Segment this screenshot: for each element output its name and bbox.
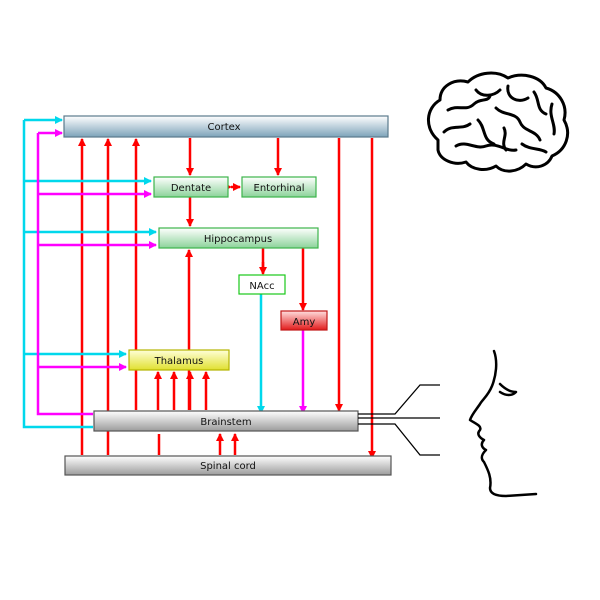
node-thalamus: Thalamus bbox=[128, 349, 230, 371]
spinal-cord-label: Spinal cord bbox=[200, 461, 256, 472]
thalamus-label: Thalamus bbox=[154, 356, 204, 367]
node-brainstem: Brainstem bbox=[93, 410, 359, 432]
hippocampus-label: Hippocampus bbox=[204, 234, 272, 245]
node-dentate: Dentate bbox=[153, 176, 229, 198]
brain-icon bbox=[427, 71, 569, 173]
face-profile-icon bbox=[468, 349, 538, 498]
node-cortex: Cortex bbox=[63, 115, 389, 138]
cyan-connections bbox=[22, 116, 265, 429]
node-spinal-cord: Spinal cord bbox=[64, 455, 392, 476]
node-entorhinal: Entorhinal bbox=[241, 176, 317, 198]
magenta-bus bbox=[36, 133, 93, 416]
cyan-bus bbox=[22, 120, 93, 429]
brainstem-label: Brainstem bbox=[200, 417, 251, 428]
magenta-connections bbox=[36, 129, 307, 416]
node-amy: Amy bbox=[280, 310, 328, 331]
face-nerve-lines bbox=[358, 384, 440, 456]
dentate-label: Dentate bbox=[171, 183, 211, 194]
node-nacc: NAcc bbox=[238, 274, 286, 295]
amy-label: Amy bbox=[293, 317, 316, 328]
node-hippocampus: Hippocampus bbox=[158, 227, 319, 249]
cortex-label: Cortex bbox=[207, 122, 240, 133]
nacc-label: NAcc bbox=[249, 281, 274, 292]
entorhinal-label: Entorhinal bbox=[254, 183, 305, 194]
